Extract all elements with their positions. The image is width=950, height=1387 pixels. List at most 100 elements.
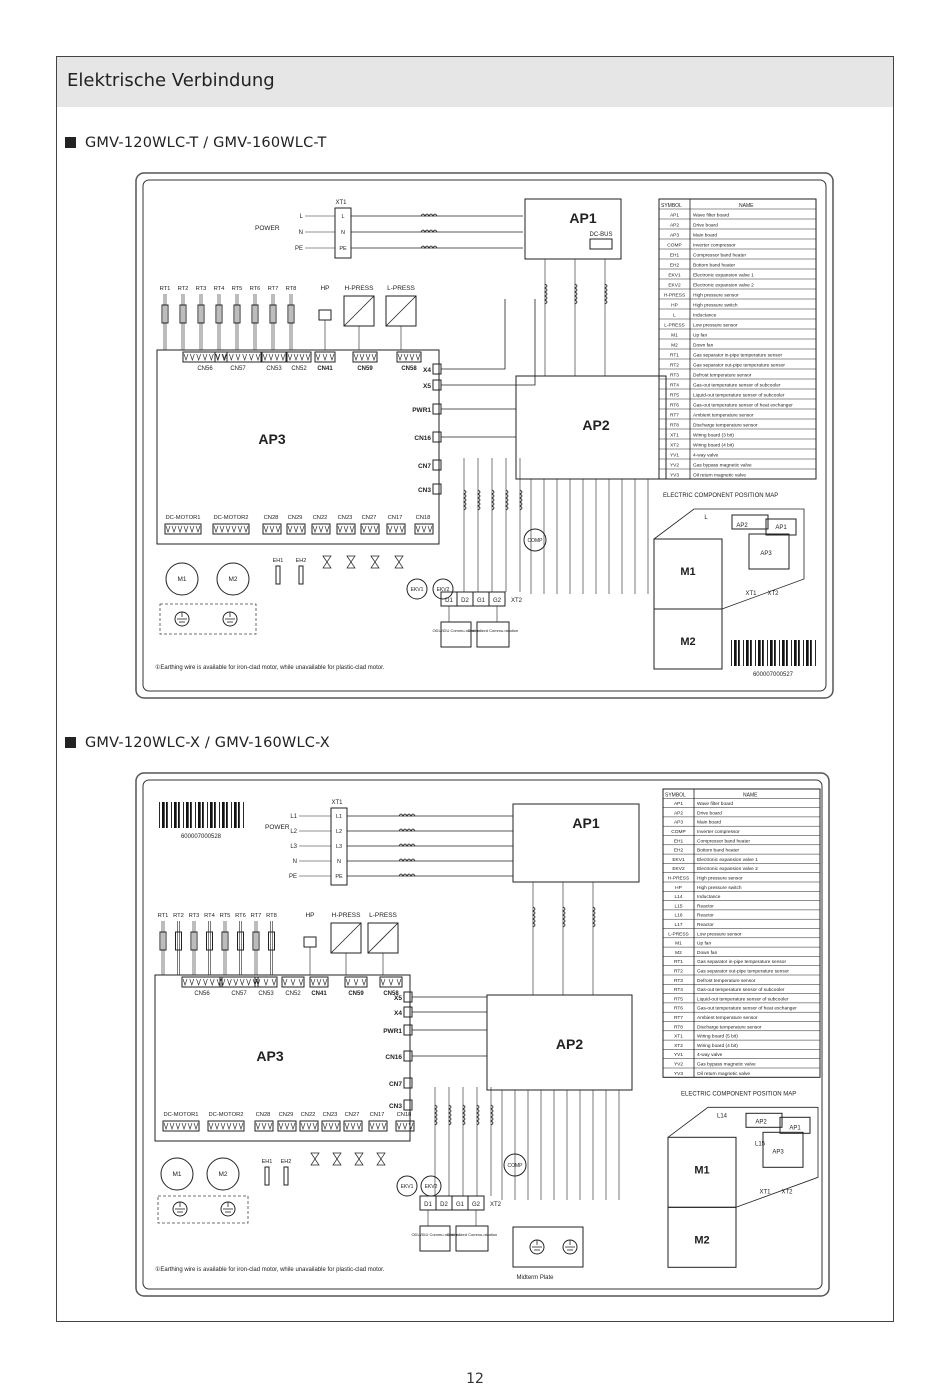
diagram-outer-frame — [135, 772, 830, 1297]
connector-label: CN59 — [348, 991, 364, 997]
barcode-bar — [798, 640, 800, 666]
barcode-bar — [231, 802, 232, 828]
connector-pin — [322, 353, 328, 361]
coil-icon — [562, 906, 566, 928]
bottom-port-label: CN23 — [323, 1112, 338, 1118]
sensor-label: RT3 — [196, 286, 207, 292]
sensor-label: RT2 — [178, 286, 189, 292]
connector-pin — [203, 978, 208, 986]
midterm-plate — [512, 1226, 584, 1268]
terminal-pin-label: N — [337, 859, 341, 865]
thermistor-icon — [221, 931, 229, 951]
legend-name: Inverter compressor — [697, 829, 740, 835]
connector-label: CN53 — [266, 366, 282, 372]
connector-pin — [344, 1122, 350, 1130]
connector-cn58 — [379, 976, 403, 988]
heater-label: EH1 — [273, 558, 284, 564]
connector-cn41 — [314, 351, 336, 363]
coil-icon — [398, 843, 416, 847]
compressor-label: COMP — [508, 1163, 524, 1169]
connector-cn58 — [396, 351, 422, 363]
sensor-label: H-PRESS — [345, 285, 375, 292]
barcode-text: 600007000528 — [181, 834, 222, 840]
position-map-label: AP2 — [755, 1119, 767, 1125]
barcode-bar — [794, 640, 797, 666]
legend-symbol: YV3 — [670, 473, 679, 479]
footnote-text: ①Earthing wire is available for iron-cla… — [155, 1266, 385, 1273]
connector-pin — [290, 1122, 296, 1130]
bottom-port-label: CN28 — [256, 1112, 271, 1118]
magnetic-valve-icon — [346, 555, 356, 569]
barcode-bar — [226, 802, 228, 828]
fan-label: M1 — [177, 576, 186, 583]
barcode-bar — [782, 640, 785, 666]
connector-pin — [287, 353, 293, 361]
connector-cn57 — [219, 976, 259, 988]
legend-symbol: XT1 — [674, 1034, 683, 1040]
legend-symbol: L14 — [674, 894, 682, 900]
legend-symbol: RT4 — [670, 383, 679, 389]
connector-pin — [219, 525, 225, 533]
connector-pin — [255, 1122, 261, 1130]
barcode-bar — [195, 802, 196, 828]
connector-pin — [239, 978, 245, 986]
bottom-port-label: CN27 — [362, 515, 377, 521]
pressure-sensor-icon — [330, 922, 362, 954]
legend-name: Reactor — [697, 903, 714, 909]
bottom-port-connector — [414, 523, 434, 535]
legend-name: Low pressure sensor — [697, 931, 742, 937]
coil-icon — [592, 906, 596, 928]
bottom-port-connector — [343, 1120, 363, 1132]
power-label: POWER — [265, 824, 290, 831]
barcode-bar — [758, 640, 761, 666]
legend-symbol: RT7 — [674, 1015, 683, 1021]
barcode — [731, 640, 816, 666]
legend-symbol: H-PRESS — [668, 876, 689, 882]
connector-label: CN57 — [231, 991, 247, 997]
bottom-port-label: DC-MOTOR1 — [164, 1112, 199, 1118]
sensor-label: HP — [305, 912, 314, 919]
connector-pin — [181, 1122, 187, 1130]
thermistor-icon — [179, 304, 187, 324]
heading-text: GMV-120WLC-T / GMV-160WLC-T — [85, 135, 327, 151]
connector-pin — [356, 1122, 362, 1130]
thermistor-icon — [237, 931, 244, 951]
legend-symbol: M2 — [675, 950, 682, 956]
legend-symbol: RT8 — [674, 1024, 683, 1030]
barcode-bar — [159, 802, 160, 828]
legend-symbol: AP3 — [674, 820, 683, 826]
bottom-port-connector — [162, 1120, 200, 1132]
connector-pin — [402, 1122, 408, 1130]
dc-bus-connector — [589, 238, 613, 250]
connector-pin — [226, 1122, 232, 1130]
legend-symbol: RT3 — [674, 978, 683, 984]
ap1-board — [512, 803, 640, 883]
terminal-label: XT1 — [335, 200, 347, 206]
legend-name: 4-way valve — [697, 1052, 723, 1058]
connector-cn59 — [344, 976, 368, 988]
fan-motor-icon — [206, 1157, 240, 1191]
legend-symbol: RT8 — [670, 423, 679, 429]
comm-box — [476, 621, 510, 648]
magnetic-valve-icon — [310, 1152, 320, 1166]
legend-symbol: HP — [675, 885, 682, 891]
sensor-label: RT5 — [232, 286, 243, 292]
section-header: Elektrische Verbindung — [57, 57, 893, 107]
expansion-valve-icon — [406, 578, 428, 600]
connector-pin — [187, 1122, 193, 1130]
connector-pin — [280, 353, 286, 361]
connector-label: CN58 — [401, 366, 417, 372]
valve-label: EKV1 — [401, 1184, 414, 1190]
terminal-block — [334, 207, 352, 259]
compressor-label: COMP — [528, 538, 544, 544]
connector-pin — [381, 1122, 387, 1130]
connector-pin — [353, 353, 359, 361]
connector-pin — [287, 525, 293, 533]
legend-symbol: L-PRESS — [668, 931, 689, 937]
legend-symbol: EH2 — [670, 263, 680, 269]
connector-pin — [243, 525, 249, 533]
legend-name: Wave filter board — [697, 801, 733, 807]
legend-name: Ambient temperature sensor — [697, 1015, 758, 1021]
ap3-port-connector — [432, 483, 442, 495]
wire — [441, 299, 536, 386]
